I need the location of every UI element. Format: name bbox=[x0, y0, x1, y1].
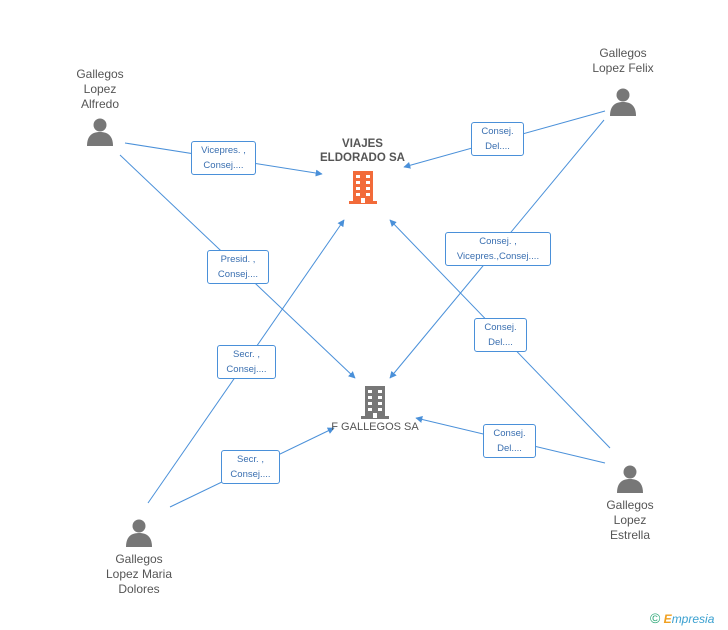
person-maria-dolores[interactable]: Gallegos Lopez Maria Dolores bbox=[94, 517, 184, 597]
relation-line2: Del.... bbox=[488, 337, 513, 348]
person-estrella[interactable]: Gallegos Lopez Estrella bbox=[590, 463, 670, 543]
person-name-line2: Lopez Felix bbox=[592, 61, 654, 75]
brand-rest: mpresia bbox=[671, 612, 715, 626]
building-icon bbox=[348, 171, 377, 204]
person-name-line3: Dolores bbox=[118, 582, 160, 596]
relation-label-alfredo-fgallegos[interactable]: Presid. , Consej.... bbox=[207, 250, 269, 284]
relation-line1: Secr. , bbox=[233, 349, 260, 360]
person-name-line1: Gallegos bbox=[606, 498, 654, 512]
relation-label-estrella-fgallegos[interactable]: Consej. Del.... bbox=[483, 424, 536, 458]
person-icon bbox=[617, 465, 643, 493]
brand-wordmark: Empresia bbox=[664, 612, 715, 626]
person-name-line2: Lopez bbox=[613, 513, 647, 527]
person-icon bbox=[126, 519, 152, 547]
company-f-gallegos[interactable]: F GALLEGOS SA bbox=[320, 384, 430, 434]
company-name-line1: VIAJES bbox=[342, 138, 383, 150]
relation-line2: Consej.... bbox=[226, 364, 267, 375]
relation-line1: Presid. , bbox=[220, 254, 256, 265]
relation-label-felix-fgallegos[interactable]: Consej. , Vicepres.,Consej.... bbox=[445, 232, 551, 266]
relation-line1: Consej. bbox=[493, 428, 526, 439]
relation-label-estrella-viajes[interactable]: Consej. Del.... bbox=[474, 318, 527, 352]
person-name-line2: Lopez bbox=[83, 82, 117, 96]
relation-line2: Del.... bbox=[497, 443, 522, 454]
relation-line1: Consej. bbox=[481, 126, 514, 137]
person-name-line3: Estrella bbox=[609, 528, 650, 542]
relation-line2: Consej.... bbox=[217, 269, 259, 280]
relation-line1: Consej. bbox=[484, 322, 517, 333]
person-name-line3: Alfredo bbox=[80, 97, 120, 111]
relation-line1: Secr. , bbox=[237, 454, 264, 465]
person-name-line2: Lopez Maria bbox=[105, 567, 173, 581]
company-viajes-eldorado[interactable]: VIAJES ELDORADO SA bbox=[310, 137, 415, 205]
person-alfredo[interactable]: Gallegos Lopez Alfredo bbox=[60, 67, 140, 146]
relation-line1: Vicepres. , bbox=[201, 145, 246, 156]
person-name-line1: Gallegos bbox=[115, 552, 163, 566]
person-name-line1: Gallegos bbox=[599, 46, 647, 60]
relation-line1: Consej. , bbox=[479, 236, 517, 247]
relation-line2: Consej.... bbox=[203, 160, 244, 171]
brand-e: E bbox=[663, 612, 672, 626]
relation-label-maria-viajes[interactable]: Secr. , Consej.... bbox=[217, 345, 276, 379]
person-icon bbox=[610, 88, 636, 116]
copyright-symbol: © bbox=[650, 610, 661, 626]
relation-line2: Consej.... bbox=[230, 469, 271, 480]
building-icon bbox=[361, 386, 389, 419]
relation-label-alfredo-viajes[interactable]: Vicepres. , Consej.... bbox=[191, 141, 256, 175]
relation-label-felix-viajes[interactable]: Consej. Del.... bbox=[471, 122, 524, 156]
person-icon bbox=[87, 118, 113, 146]
relation-line2: Del.... bbox=[485, 141, 510, 152]
relation-label-maria-fgallegos[interactable]: Secr. , Consej.... bbox=[221, 450, 280, 484]
relation-line2: Vicepres.,Consej.... bbox=[456, 251, 540, 262]
company-name: F GALLEGOS SA bbox=[331, 421, 419, 433]
brand-logo: © Empresia bbox=[650, 610, 714, 626]
company-name-line2: ELDORADO SA bbox=[320, 152, 405, 164]
person-name-line1: Gallegos bbox=[76, 67, 124, 81]
person-felix[interactable]: Gallegos Lopez Felix bbox=[578, 46, 668, 116]
